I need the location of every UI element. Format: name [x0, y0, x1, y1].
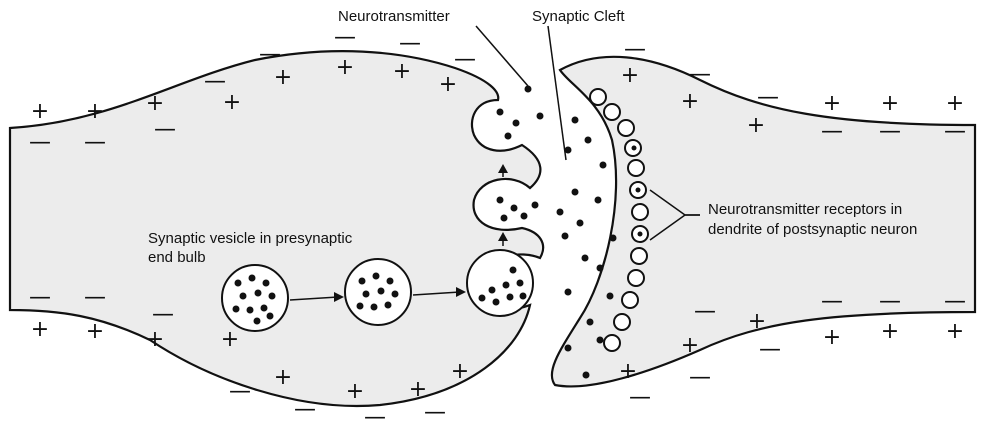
minus-charge: — [879, 289, 901, 314]
plus-charge: + [221, 327, 239, 352]
plus-charge: + [946, 319, 964, 344]
plus-charge: + [451, 359, 469, 384]
label-synaptic-cleft: Synaptic Cleft [532, 8, 625, 25]
plus-charge: + [747, 113, 765, 138]
minus-charge: — [879, 119, 901, 144]
minus-charge: — [759, 337, 781, 362]
minus-charge: — [29, 285, 51, 310]
minus-charge: — [399, 31, 421, 56]
plus-charge: + [31, 317, 49, 342]
plus-charge: + [346, 379, 364, 404]
minus-charge: — [694, 299, 716, 324]
plus-charge: + [146, 91, 164, 116]
plus-charge: + [881, 319, 899, 344]
vesicle-1 [222, 265, 288, 331]
minus-charge: — [229, 379, 251, 404]
minus-charge: — [84, 285, 106, 310]
minus-charge: — [757, 85, 779, 110]
plus-charge: + [621, 63, 639, 88]
minus-charge: — [821, 119, 843, 144]
plus-charge: + [409, 377, 427, 402]
minus-charge: — [944, 119, 966, 144]
minus-charge: — [821, 289, 843, 314]
minus-charge: — [294, 397, 316, 422]
plus-charge: + [681, 333, 699, 358]
minus-charge: — [689, 62, 711, 87]
vesicle-3 [467, 250, 533, 316]
minus-charge: — [29, 130, 51, 155]
minus-charge: — [624, 37, 646, 62]
minus-charge: — [454, 47, 476, 72]
label-receptors-line1: Neurotransmitter receptors in [708, 201, 902, 218]
minus-charge: — [84, 130, 106, 155]
label-vesicle-line1: Synaptic vesicle in presynaptic [148, 230, 353, 247]
plus-charge: + [31, 99, 49, 124]
plus-charge: + [274, 65, 292, 90]
plus-charge: + [86, 319, 104, 344]
minus-charge: — [424, 400, 446, 423]
label-vesicle-line2: end bulb [148, 249, 206, 266]
label-receptors-line2: dendrite of postsynaptic neuron [708, 221, 917, 238]
minus-charge: — [364, 405, 386, 423]
plus-charge: + [336, 55, 354, 80]
plus-charge: + [946, 91, 964, 116]
minus-charge: — [259, 42, 281, 67]
plus-charge: + [881, 91, 899, 116]
minus-charge: — [154, 117, 176, 142]
plus-charge: + [823, 91, 841, 116]
minus-charge: — [204, 69, 226, 94]
plus-charge: + [146, 327, 164, 352]
plus-charge: + [393, 59, 411, 84]
minus-charge: — [334, 25, 356, 50]
minus-charge: — [944, 289, 966, 314]
plus-charge: + [619, 359, 637, 384]
label-neurotransmitter: Neurotransmitter [338, 8, 450, 25]
minus-charge: — [689, 365, 711, 390]
plus-charge: + [439, 72, 457, 97]
vesicle-fusing [497, 197, 539, 222]
plus-charge: + [274, 365, 292, 390]
plus-charge: + [681, 89, 699, 114]
plus-charge: + [86, 99, 104, 124]
plus-charge: + [748, 309, 766, 334]
plus-charge: + [823, 325, 841, 350]
minus-charge: — [152, 302, 174, 327]
minus-charge: — [629, 385, 651, 410]
vesicle-2 [345, 259, 411, 325]
